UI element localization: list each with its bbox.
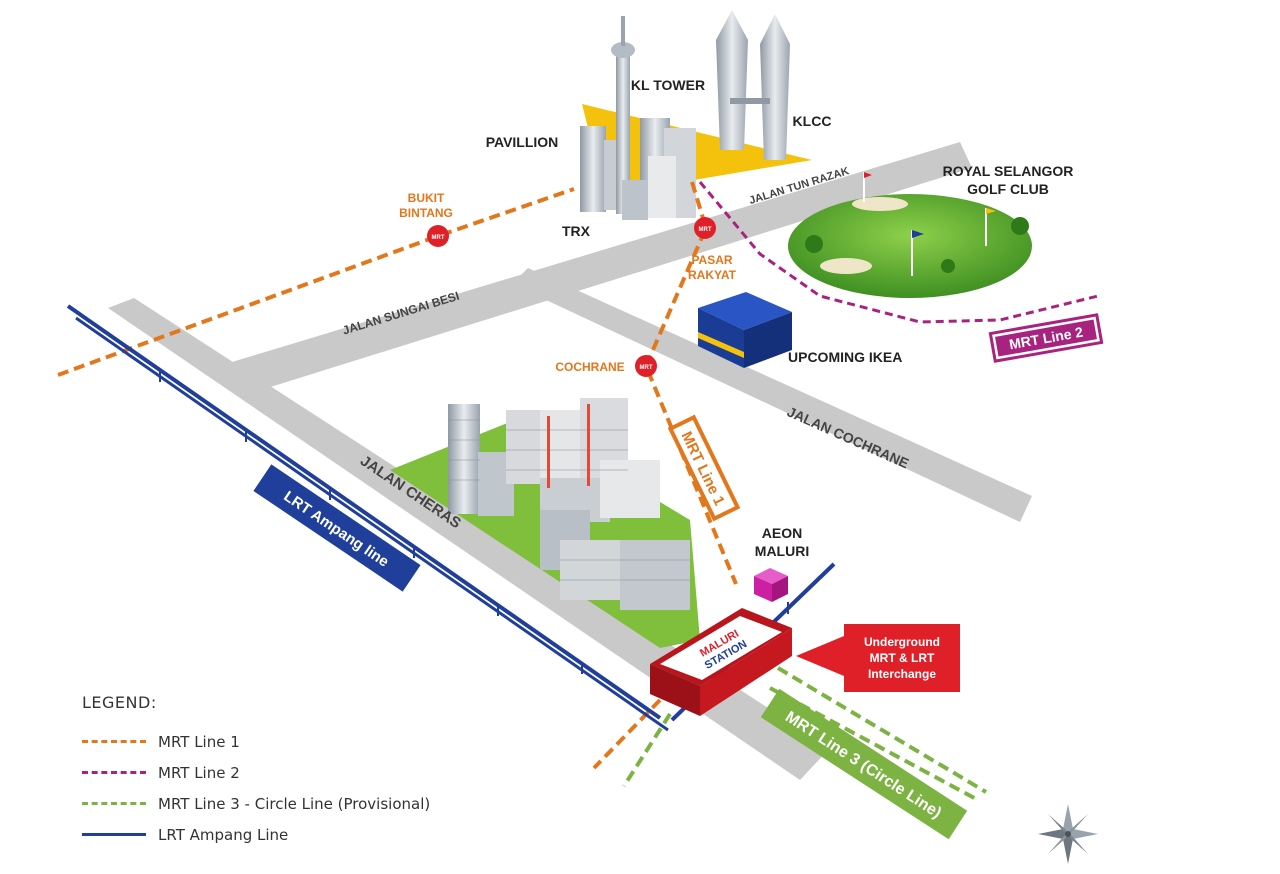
mrt-badge-text: MRT — [699, 227, 712, 233]
legend-title: LEGEND: — [82, 693, 157, 712]
station-label-bukit-bintang-1: BUKIT — [408, 191, 445, 205]
landmark-label-royal-selangor-2: GOLF CLUB — [967, 181, 1049, 197]
station-label-bukit-bintang-2: BINTANG — [399, 206, 453, 220]
road-jalan-tun-razak — [232, 142, 972, 394]
city-centre-platform — [582, 104, 812, 200]
mrt-line-2-route — [698, 181, 1099, 324]
legend-label: MRT Line 2 — [158, 763, 240, 782]
city-centre-buildings — [580, 10, 790, 220]
station-label-pasar-rakyat-2: RAKYAT — [688, 268, 737, 282]
landmark-label-aeon-2: MALURI — [755, 543, 809, 559]
landmark-label-royal-selangor-1: ROYAL SELANGOR — [943, 163, 1074, 179]
golf-course — [788, 172, 1032, 298]
interchange-callout: Underground MRT & LRT Interchange — [796, 624, 960, 692]
station-label-cochrane: COCHRANE — [555, 360, 624, 374]
landmark-label-trx: TRX — [562, 223, 591, 239]
road-network — [108, 142, 1032, 780]
road-jalan-cheras — [108, 298, 830, 780]
legend-item: MRT Line 1 — [82, 726, 522, 757]
ikea-building — [698, 292, 792, 368]
legend-item: MRT Line 2 — [82, 757, 522, 788]
legend-label: MRT Line 3 - Circle Line (Provisional) — [158, 794, 431, 813]
mrt-station-badge-cochrane[interactable]: MRT — [635, 355, 657, 377]
legend-swatch-lrt-ampang — [82, 833, 146, 836]
legend-swatch-mrt-line-3 — [82, 802, 146, 805]
legend-item: MRT Line 3 - Circle Line (Provisional) — [82, 788, 522, 819]
compass-rose-icon — [1038, 804, 1098, 864]
legend-label: LRT Ampang Line — [158, 825, 289, 844]
landmark-label-aeon-1: AEON — [762, 525, 802, 541]
landmark-label-kl-tower: KL TOWER — [631, 77, 705, 93]
map-legend: LEGEND: MRT Line 1 MRT Line 2 MRT Line 3… — [82, 693, 522, 850]
landmark-label-upcoming-ikea: UPCOMING IKEA — [788, 349, 902, 365]
mrt-badge-text: MRT — [640, 365, 653, 371]
callout-line-1: Underground — [864, 635, 940, 649]
landmark-label-pavillion: PAVILLION — [486, 134, 559, 150]
landmark-label-klcc: KLCC — [793, 113, 832, 129]
road-jalan-cochrane — [512, 268, 1032, 522]
callout-line-2: MRT & LRT — [870, 651, 935, 665]
legend-label: MRT Line 1 — [158, 732, 240, 751]
legend-swatch-mrt-line-2 — [82, 771, 146, 774]
callout-line-3: Interchange — [868, 667, 936, 681]
mrt-badge-text: MRT — [432, 235, 445, 241]
mrt-station-badge-bukit-bintang[interactable]: MRT — [427, 225, 449, 247]
mrt-station-badge-pasar-rakyat[interactable]: MRT — [694, 217, 716, 239]
line-tag-mrt-line-2: MRT Line 2 — [988, 313, 1104, 363]
development-buildings — [448, 398, 690, 610]
legend-swatch-mrt-line-1 — [82, 740, 146, 743]
station-label-pasar-rakyat-1: PASAR — [691, 253, 732, 267]
aeon-building — [754, 568, 788, 602]
legend-item: LRT Ampang Line — [82, 819, 522, 850]
maluri-station[interactable]: MALURI STATION — [650, 608, 792, 716]
